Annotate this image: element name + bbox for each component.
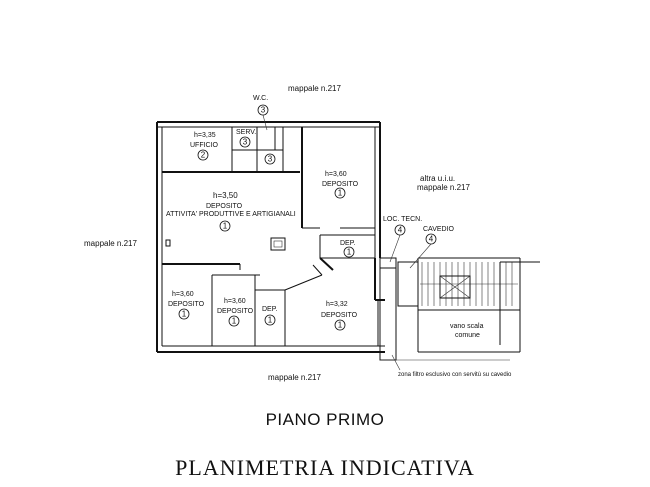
main-label: DEPOSITO (206, 203, 243, 210)
serv-number: 3 (243, 138, 248, 147)
filter-zone-note: zona filtro esclusivo con servitù su cav… (398, 372, 512, 378)
main-description: ATTIVITA' PRODUTTIVE E ARTIGIANALI (166, 211, 296, 218)
dep-mid-number: 1 (347, 248, 352, 257)
stair-label-1: vano scala (450, 323, 484, 330)
main-height: h=3,50 (213, 191, 238, 200)
plan-title: PLANIMETRIA INDICATIVA (175, 455, 475, 480)
dep-bl-height: h=3,60 (172, 291, 194, 298)
stair-label-2: comune (455, 332, 480, 339)
outer-walls (156, 121, 385, 353)
dep-bl-number: 1 (182, 310, 187, 319)
neighbor-left-label: mappale n.217 (84, 239, 137, 248)
cavedio-label: CAVEDIO (423, 226, 455, 233)
serv-label: SERV. (236, 129, 256, 136)
dep-bl2-number: 1 (232, 317, 237, 326)
loc-tecn-label: LOC. TECN. (383, 216, 422, 223)
neighbor-top-label: mappale n.217 (288, 84, 341, 93)
dep-mid-label: DEP. (340, 240, 355, 247)
wc-number: 3 (261, 106, 266, 115)
cavedio-number: 4 (429, 235, 434, 244)
dep-br-height: h=3,32 (326, 301, 348, 308)
dep-top-right-number: 1 (338, 189, 343, 198)
right-annex (379, 257, 540, 371)
dep-top-right-height: h=3,60 (325, 171, 347, 178)
dep-bl2-height: h=3,60 (224, 298, 246, 305)
ufficio-number: 2 (201, 151, 206, 160)
dep-small-number: 1 (268, 316, 273, 325)
neighbor-right-label-2: mappale n.217 (417, 183, 470, 192)
dep-top-right-label: DEPOSITO (322, 181, 359, 188)
floor-title: PIANO PRIMO (265, 410, 385, 429)
neighbor-bottom-label: mappale n.217 (268, 373, 321, 382)
equipment-block (270, 237, 286, 251)
interior-walls (162, 127, 385, 346)
loc-tecn-number: 4 (398, 226, 403, 235)
neighbor-right-label-1: altra u.i.u. (420, 174, 455, 183)
floor-plan: mappale n.217 mappale n.217 mappale n.21… (84, 84, 540, 382)
wc-label: W.C. (253, 95, 268, 102)
ufficio-label: UFFICIO (190, 142, 219, 149)
main-number: 1 (223, 222, 228, 231)
dep-bl-label: DEPOSITO (168, 301, 205, 308)
dep-bl2-label: DEPOSITO (217, 308, 254, 315)
dep-br-number: 1 (338, 321, 343, 330)
dep-small-label: DEP. (262, 306, 277, 313)
small-room-number: 3 (268, 155, 273, 164)
ufficio-height: h=3,35 (194, 132, 216, 139)
dep-br-label: DEPOSITO (321, 312, 358, 319)
